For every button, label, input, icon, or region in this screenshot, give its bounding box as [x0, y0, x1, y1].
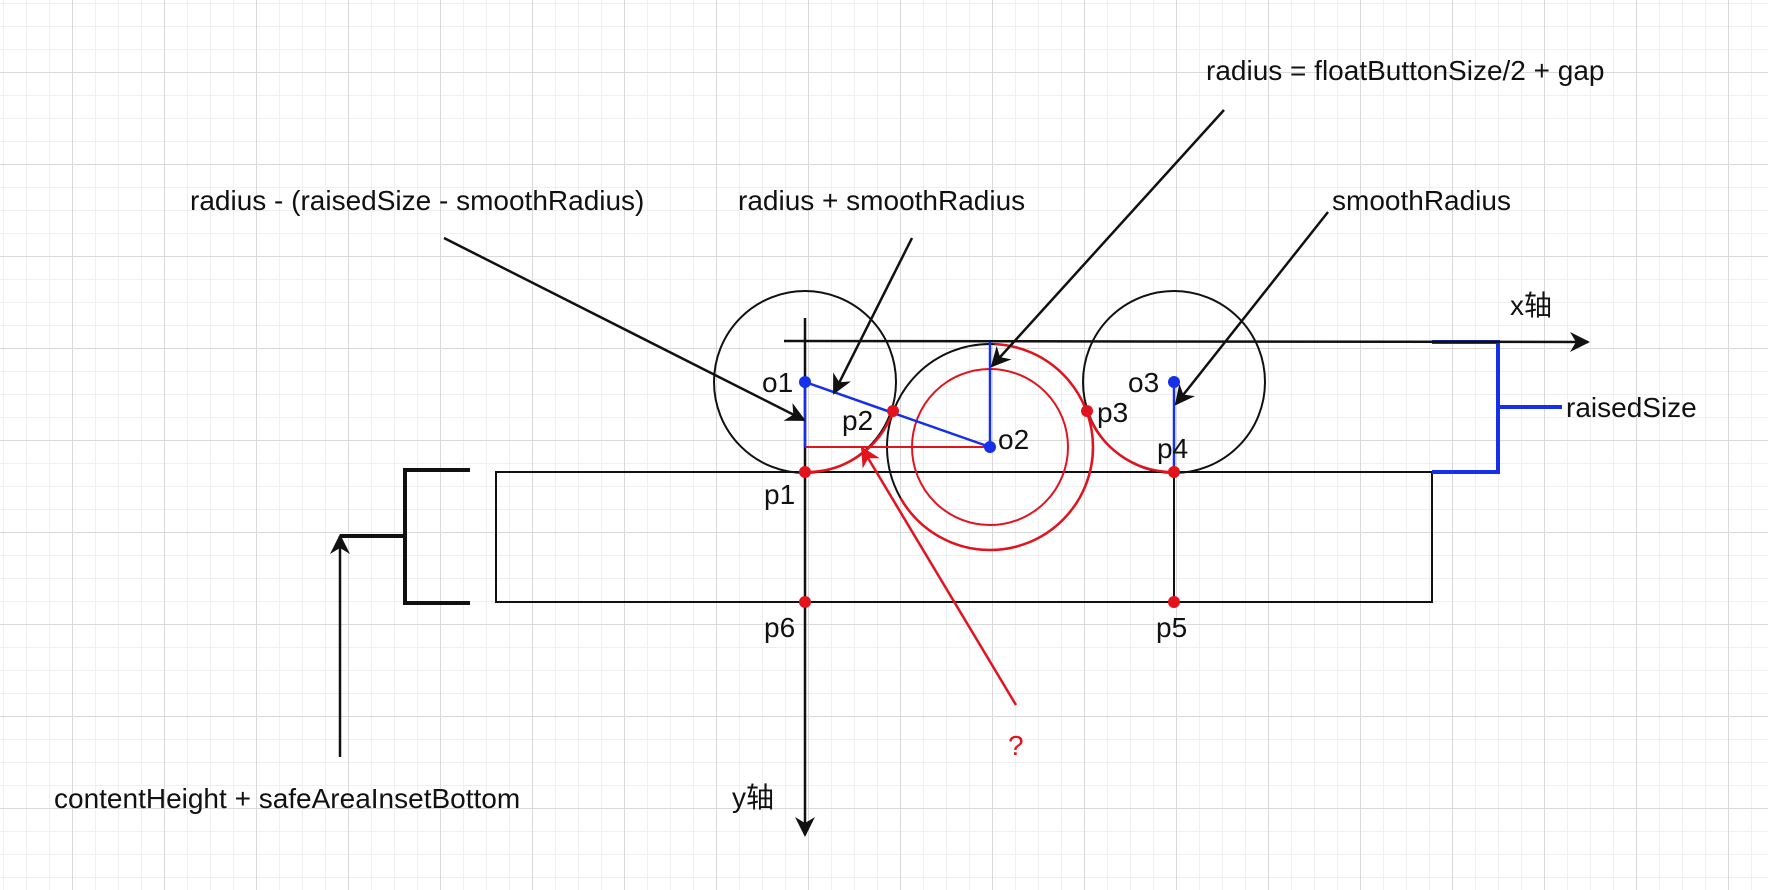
label-radius-plus: radius + smoothRadius — [738, 185, 1025, 216]
raised-size-bracket — [1432, 340, 1562, 474]
arc-p3-p4 — [1085, 410, 1175, 474]
point-o2-dot — [984, 441, 996, 453]
point-o1-dot — [799, 376, 811, 388]
circle-o2-red-outer — [885, 342, 1095, 552]
label-question: ? — [1008, 730, 1024, 761]
label-o1: o1 — [762, 367, 793, 398]
label-p6: p6 — [764, 612, 795, 643]
label-p3: p3 — [1097, 397, 1128, 428]
point-p5-dot — [1168, 596, 1180, 608]
point-p4-dot — [1168, 466, 1180, 478]
label-p1: p1 — [764, 479, 795, 510]
arrow-radius-minus — [443, 236, 806, 422]
label-p5: p5 — [1156, 612, 1187, 643]
point-p2-dot — [887, 405, 899, 417]
arrow-smooth-radius — [1174, 211, 1329, 406]
x-axis — [783, 331, 1590, 352]
content-height-bracket — [340, 468, 470, 605]
label-x-axis: x轴 — [1510, 290, 1552, 321]
label-content-height: contentHeight + safeAreaInsetBottom — [54, 783, 520, 814]
label-y-axis: y轴 — [732, 782, 774, 813]
point-p6-dot — [799, 596, 811, 608]
label-p4: p4 — [1157, 433, 1188, 464]
point-o3-dot — [1168, 376, 1180, 388]
arrow-question — [860, 446, 1018, 706]
arrow-radius-plus — [832, 237, 914, 395]
point-p3-dot — [1081, 405, 1093, 417]
label-radius-formula: radius = floatButtonSize/2 + gap — [1206, 55, 1605, 86]
content-rect — [495, 471, 1433, 603]
point-p1-dot — [799, 466, 811, 478]
label-o2: o2 — [998, 424, 1029, 455]
arc-p1-p2 — [804, 410, 895, 474]
label-o3: o3 — [1128, 367, 1159, 398]
label-raised-size: raisedSize — [1566, 392, 1697, 423]
label-radius-minus: radius - (raisedSize - smoothRadius) — [190, 185, 644, 216]
arrow-radius-formula — [990, 109, 1225, 368]
label-p2: p2 — [842, 405, 873, 436]
label-smooth-radius: smoothRadius — [1332, 185, 1511, 216]
